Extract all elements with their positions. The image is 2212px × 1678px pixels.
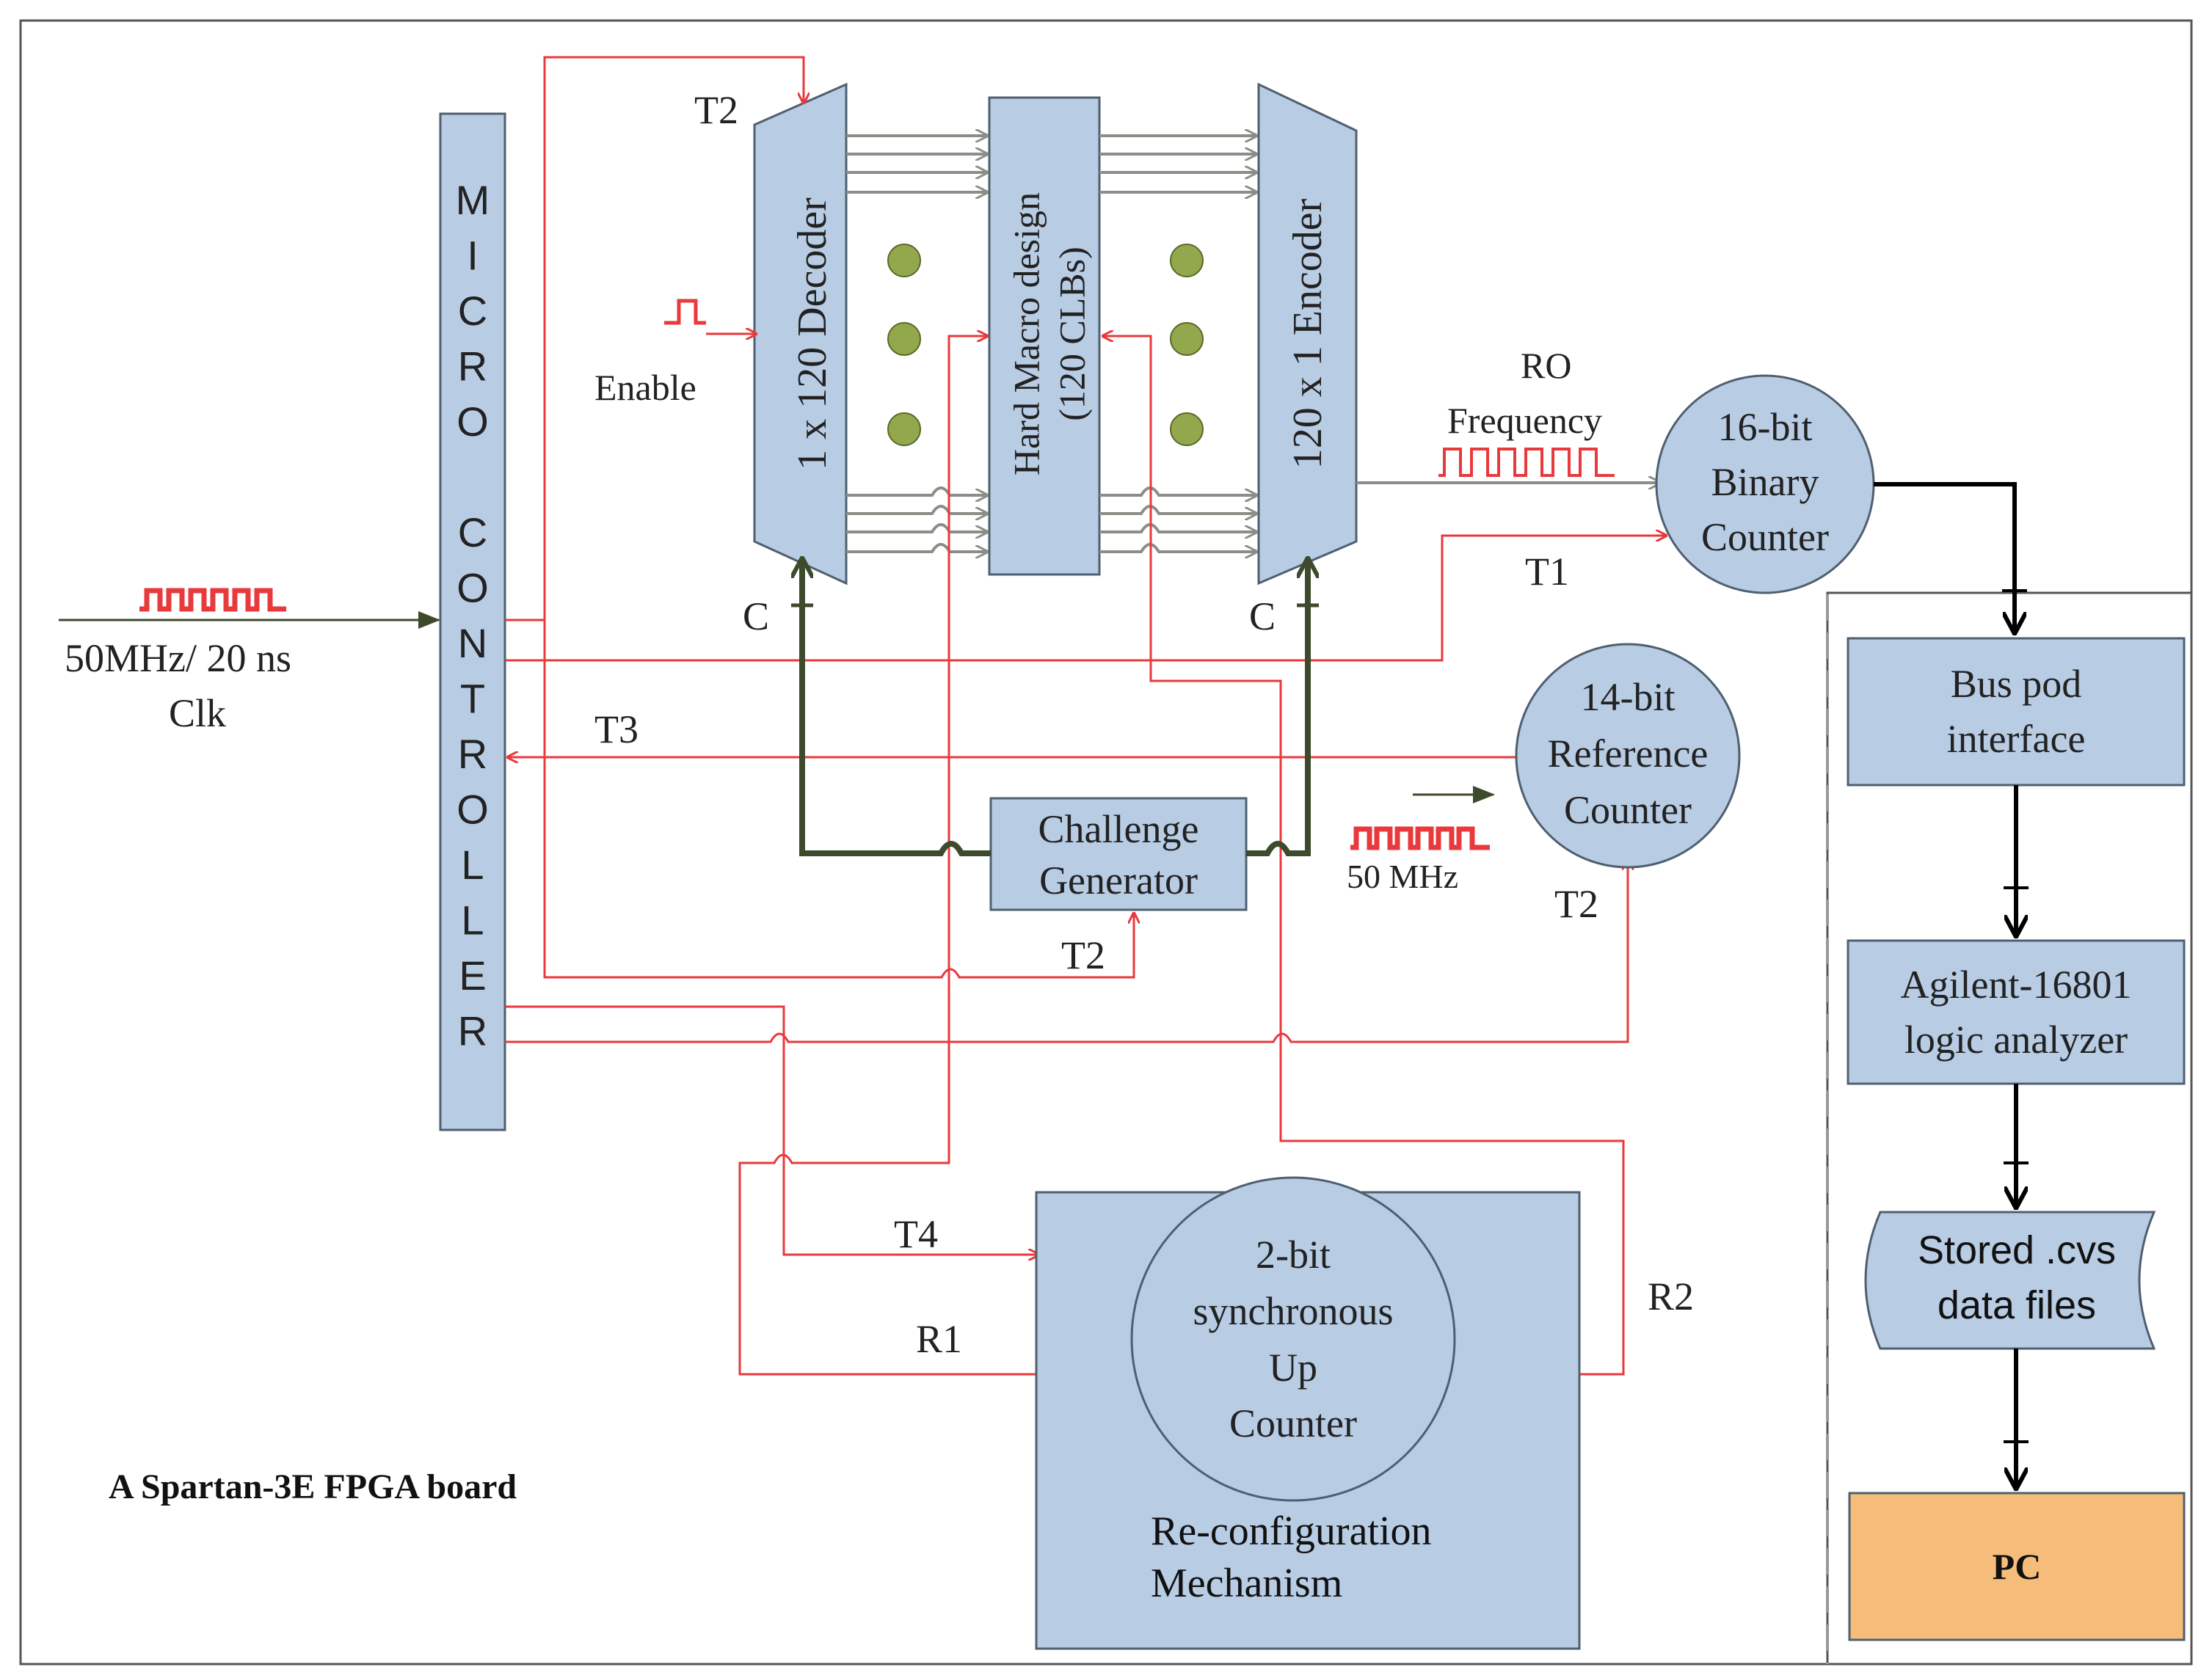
reconfiguration-label-1: Re-configuration — [1151, 1509, 1432, 1554]
binary-counter-line-1: 16-bit — [1718, 405, 1813, 449]
micro-controller-letter: C — [458, 288, 487, 334]
signal-t2-decoder-label: T2 — [694, 88, 738, 132]
enable-label: Enable — [594, 367, 696, 408]
encoder-label: 120 x 1 Encoder — [1285, 198, 1331, 469]
ref-clock-pulse-icon — [1350, 826, 1490, 850]
analyzer-block — [1847, 939, 2186, 1085]
encoder-c-label: C — [1249, 594, 1276, 638]
signal-r2-label: R2 — [1648, 1274, 1694, 1318]
encoder-block — [1257, 82, 1358, 586]
micro-controller-letter: T — [460, 676, 485, 722]
binary-counter-line-2: Binary — [1711, 460, 1819, 504]
micro-controller-letter: O — [456, 565, 489, 611]
up-counter-circle — [1130, 1176, 1456, 1502]
stored-files-line-2: data files — [1938, 1283, 2096, 1327]
up-counter-line-3: Up — [1269, 1346, 1317, 1390]
reference-counter-line-2: Reference — [1548, 732, 1709, 776]
challenge-generator-label-2: Generator — [1039, 858, 1198, 902]
hard-macro-block — [988, 96, 1101, 576]
ro-label-2: Frequency — [1447, 400, 1602, 441]
micro-controller-letter: M — [456, 177, 490, 223]
binary-counter-line-3: Counter — [1701, 515, 1829, 559]
signal-t1 — [505, 536, 1666, 662]
micro-controller-block — [439, 112, 506, 1131]
ro-waveform-icon — [1438, 448, 1615, 477]
reference-counter-line-1: 14-bit — [1581, 675, 1676, 719]
challenge-generator-label-1: Challenge — [1038, 807, 1199, 851]
decoder-c-label: C — [743, 594, 769, 638]
hard-macro-label-1: Hard Macro design — [1005, 192, 1047, 475]
bus-pod-line-2: interface — [1947, 717, 2086, 761]
signal-r1 — [738, 336, 1036, 1376]
stored-files-line-1: Stored .cvs — [1918, 1228, 2116, 1272]
challenge-to-encoder — [1246, 559, 1308, 856]
bus-pod-line-1: Bus pod — [1951, 662, 2082, 706]
hard-macro-label-2: (120 CLBs) — [1051, 247, 1092, 421]
signal-t1-label: T1 — [1525, 550, 1569, 594]
micro-controller-letter: L — [461, 842, 484, 888]
micro-controller-letter: N — [458, 620, 487, 666]
board-label: A Spartan-3E FPGA board — [109, 1467, 517, 1506]
micro-controller-letter: R — [458, 343, 487, 390]
challenge-to-decoder — [802, 559, 991, 856]
reconfiguration-label-2: Mechanism — [1151, 1561, 1342, 1606]
micro-controller-letter: L — [461, 897, 484, 944]
micro-controller-letter: O — [456, 398, 489, 445]
signal-t4-label: T4 — [894, 1212, 938, 1256]
decoder-block — [753, 82, 848, 586]
fpga-board-border — [19, 19, 2193, 1666]
bus-pod-block — [1847, 637, 2186, 787]
up-counter-line-4: Counter — [1229, 1401, 1357, 1445]
analyzer-line-2: logic analyzer — [1904, 1018, 2128, 1062]
up-counter-line-1: 2-bit — [1256, 1233, 1331, 1277]
signal-t4 — [505, 1005, 1038, 1255]
reference-counter-circle — [1515, 643, 1741, 869]
analyzer-line-1: Agilent-16801 — [1901, 963, 2132, 1007]
micro-controller-letter: I — [467, 233, 479, 279]
clock-label-2: Clk — [169, 691, 226, 735]
signal-t2-challenge-label: T2 — [1061, 933, 1105, 977]
enable-pulse-icon — [664, 299, 706, 325]
signal-t2-challenge — [543, 620, 1134, 979]
micro-controller-letter: E — [459, 952, 486, 999]
clock-label-1: 50MHz/ 20 ns — [65, 636, 291, 680]
ro-label-1: RO — [1521, 345, 1571, 386]
challenge-generator-block — [989, 797, 1248, 911]
signal-t2-decoder — [505, 56, 804, 621]
micro-controller-letter: C — [458, 509, 487, 555]
ref-clock-label: 50 MHz — [1347, 858, 1458, 895]
up-counter-line-2: synchronous — [1193, 1289, 1394, 1333]
signal-r1-label: R1 — [916, 1317, 962, 1361]
board-boundary-notch — [1826, 21, 2193, 1664]
ellipsis-dots — [887, 244, 1204, 446]
decoder-label: 1 x 120 Decoder — [790, 197, 835, 470]
clock-pulse-icon — [139, 588, 286, 612]
signal-t2-reference-label: T2 — [1554, 882, 1598, 926]
micro-controller-letter: O — [456, 787, 489, 833]
signal-t2-reference — [505, 860, 1628, 1043]
signal-t3-label: T3 — [594, 707, 639, 751]
counter-to-buspod-line — [1874, 482, 2015, 632]
stored-files-shape — [1864, 1211, 2156, 1350]
signal-r2 — [1103, 336, 1625, 1376]
micro-controller-letter: R — [458, 731, 487, 777]
reference-counter-line-3: Counter — [1564, 788, 1692, 832]
pc-block — [1848, 1492, 2186, 1641]
pc-label: PC — [1993, 1546, 2042, 1587]
micro-controller-letter: R — [458, 1008, 487, 1054]
